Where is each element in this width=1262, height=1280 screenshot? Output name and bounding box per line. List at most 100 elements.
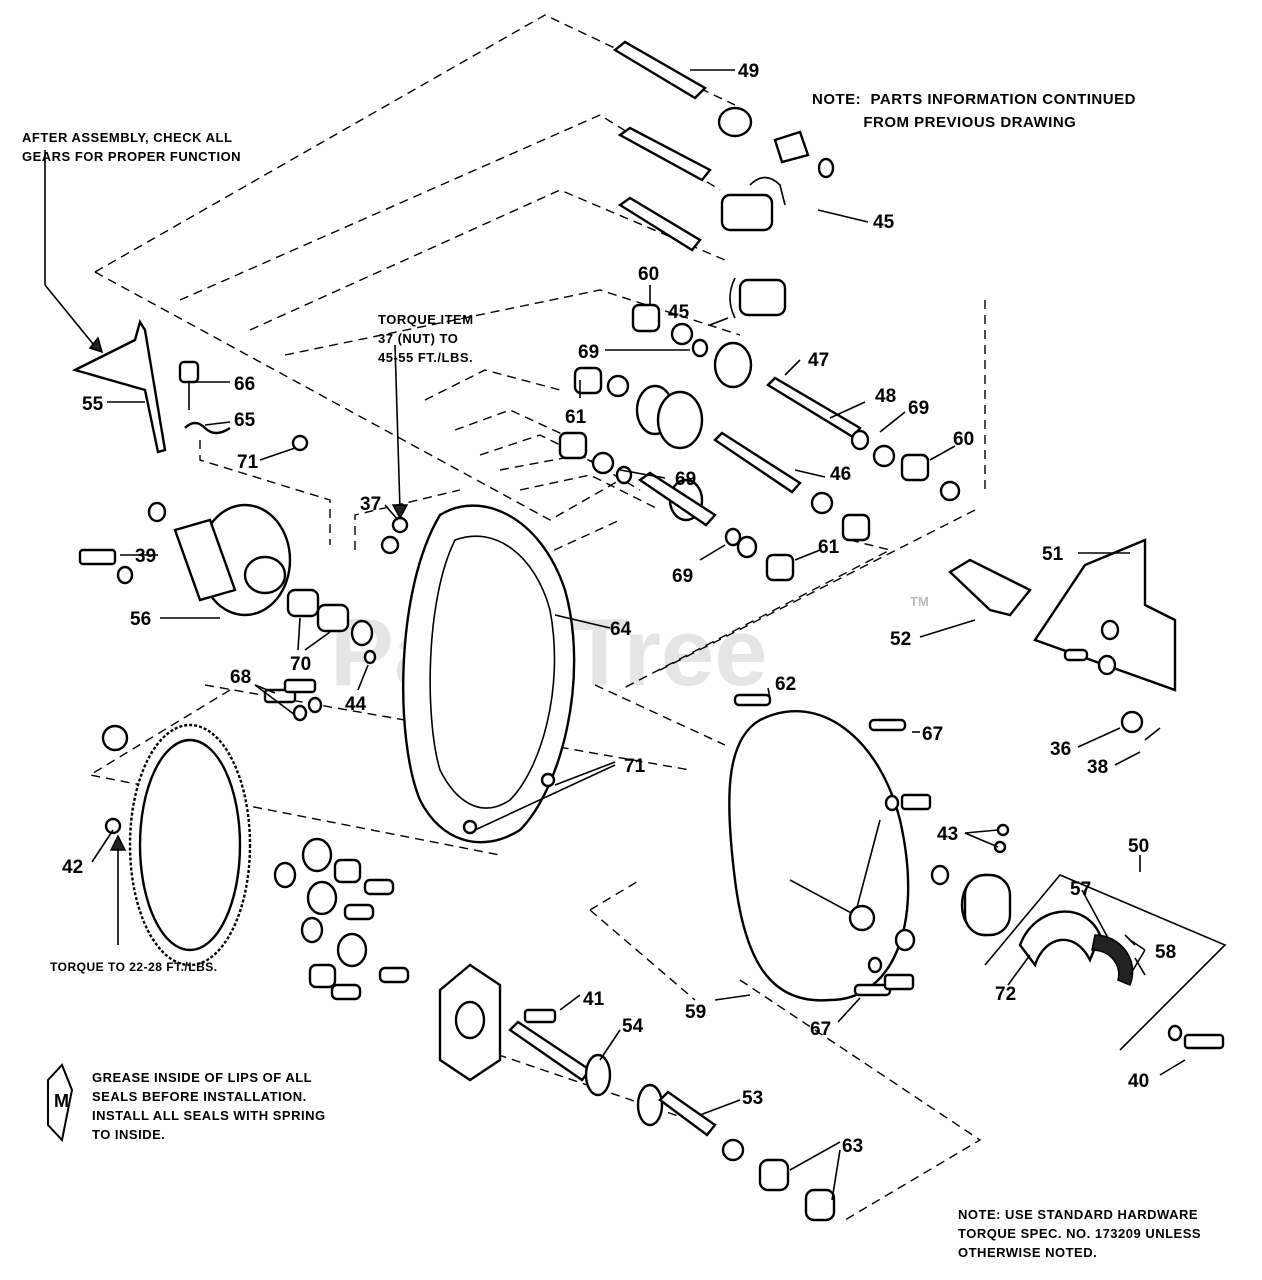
callout-38: 38 (1087, 757, 1108, 778)
axle-hub-56 (147, 501, 292, 617)
plug-43b (993, 840, 1007, 854)
note-torque-gear: TORQUE TO 22-28 FT./LBS. (50, 960, 218, 974)
gear-cluster (635, 341, 753, 527)
shaft-49 (612, 40, 835, 179)
washer-right (930, 864, 950, 886)
seal-44 (350, 619, 374, 647)
bushing-70b (316, 603, 350, 633)
callout-36: 36 (1050, 739, 1071, 760)
washer-a (670, 322, 694, 346)
bushing-60b (900, 453, 930, 482)
callout-67b: 67 (810, 1019, 831, 1040)
bolt-40 (1167, 1024, 1225, 1050)
callout-46: 46 (830, 464, 851, 485)
callout-64: 64 (610, 619, 632, 640)
note-torque-nut: TORQUE ITEM 37 (NUT) TO 45-55 FT./LBS. (378, 312, 474, 365)
shaft-46 (713, 431, 802, 494)
washer-63 (721, 1138, 745, 1162)
bushing-61d (765, 553, 795, 582)
washer-g (736, 535, 758, 559)
callout-60a: 60 (638, 264, 659, 285)
callout-67a: 67 (922, 724, 943, 745)
callout-47: 47 (808, 350, 829, 371)
washer-37 (380, 535, 400, 555)
cotter-38 (1144, 727, 1161, 741)
nut-44 (363, 649, 377, 665)
callout-45b: 45 (668, 302, 690, 323)
brake-band-72 (1018, 910, 1102, 968)
plug-71c (540, 772, 556, 788)
callout-44: 44 (345, 694, 367, 715)
washer-36 (1120, 710, 1144, 734)
callout-65: 65 (234, 410, 256, 431)
pin-67a (868, 718, 907, 732)
callout-62: 62 (775, 674, 796, 695)
callout-61a: 61 (565, 407, 587, 428)
washer-e (939, 480, 961, 502)
plug-71b (462, 819, 478, 835)
shift-lever-55 (71, 319, 167, 454)
callout-48: 48 (875, 386, 896, 407)
washer-right-b (894, 928, 916, 952)
bushing-61b (558, 431, 588, 460)
sprocket-54 (584, 1053, 612, 1097)
callout-70: 70 (290, 654, 311, 675)
snap-ring-69d (850, 429, 870, 451)
brake-shoe-57 (1091, 934, 1134, 986)
callout-72: 72 (995, 984, 1016, 1005)
parts: M (47, 40, 1227, 1222)
callout-71b: 71 (624, 756, 646, 777)
callout-58: 58 (1155, 942, 1176, 963)
right-housing-59 (728, 710, 910, 1002)
bushing-61c (841, 513, 871, 542)
callout-63: 63 (842, 1136, 863, 1157)
bracket-outline-50 (984, 874, 1227, 1051)
callout-56: 56 (130, 609, 151, 630)
washer-d (872, 444, 896, 468)
bolt-right-lower (867, 956, 915, 991)
callout-60b: 60 (953, 429, 974, 450)
washer-b (606, 374, 630, 398)
shaft-middle (617, 196, 787, 319)
callout-45a: 45 (873, 212, 895, 233)
note-check-gears: AFTER ASSEMBLY, CHECK ALL GEARS FOR PROP… (22, 130, 242, 164)
left-housing-64 (402, 504, 576, 844)
callout-52: 52 (890, 629, 911, 650)
callout-41: 41 (583, 989, 605, 1010)
callout-69a: 69 (578, 342, 599, 363)
bushing-63a (758, 1158, 790, 1192)
snap-ring-69a (691, 338, 709, 358)
snap-ring-69c (615, 465, 633, 485)
callout-57: 57 (1070, 879, 1091, 900)
shaft-upper (617, 126, 786, 232)
svg-text:M: M (54, 1091, 69, 1111)
callout-55: 55 (82, 394, 104, 415)
callout-53: 53 (742, 1088, 763, 1109)
callout-68: 68 (230, 667, 251, 688)
bolt-39 (78, 548, 134, 585)
pinion-gears (273, 837, 410, 1001)
bushing-60 (631, 303, 661, 333)
note-standard-hardware: NOTE: USE STANDARD HARDWARE TORQUE SPEC.… (958, 1207, 1202, 1260)
callout-54: 54 (622, 1016, 644, 1037)
watermark-tm: TM (910, 594, 929, 609)
note-grease-seals: GREASE INSIDE OF LIPS OF ALL SEALS BEFOR… (92, 1070, 326, 1142)
knob-66 (178, 360, 200, 410)
callout-66: 66 (234, 374, 255, 395)
washer-c (591, 451, 615, 475)
callout-59: 59 (685, 1002, 706, 1023)
pin-62 (733, 693, 772, 707)
nut-37 (391, 516, 409, 534)
plug-71a (291, 434, 309, 452)
callout-37: 37 (360, 494, 381, 515)
sprocket-53 (636, 1083, 664, 1127)
bushing-70a (286, 588, 320, 618)
callouts: 49 45 45 60 69 47 48 69 60 46 61 69 69 6… (62, 61, 1176, 1157)
snap-ring-69e (724, 527, 742, 547)
washer-f (810, 491, 834, 515)
callout-39: 39 (135, 546, 156, 567)
bracket-52 (948, 558, 1032, 617)
callout-69d: 69 (672, 566, 693, 587)
clip-65 (184, 421, 231, 435)
